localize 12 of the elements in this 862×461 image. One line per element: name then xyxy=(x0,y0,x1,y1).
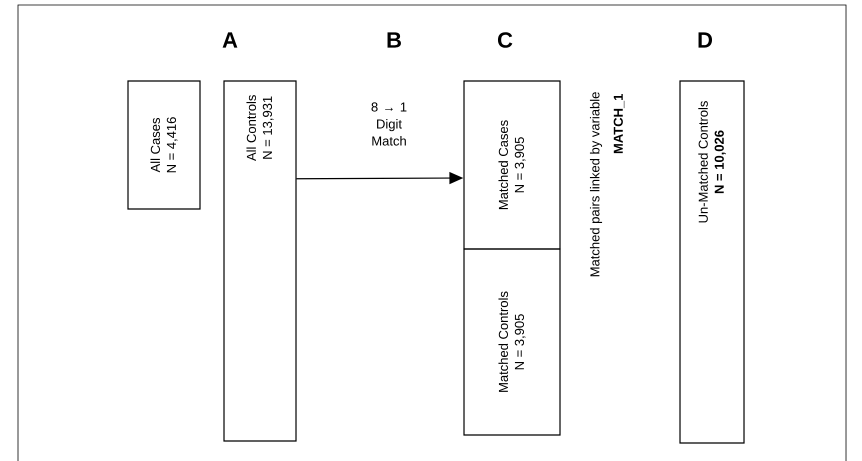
column-letter: C xyxy=(498,32,512,48)
column-letter: B xyxy=(388,32,401,48)
process-box: Matched Controls N = 3,905 xyxy=(463,248,561,436)
note-text: Matched pairs linked by variable xyxy=(590,92,602,276)
column-letter: D xyxy=(698,32,712,48)
column-letter: A xyxy=(222,32,238,48)
process-box: Matched Cases N = 3,905 xyxy=(463,80,561,250)
process-box: Un-Matched Controls N = 10,026 xyxy=(679,80,745,444)
edge-label: 8 → 1 Digit Match xyxy=(372,102,406,146)
note-text: MATCH_1 xyxy=(614,94,624,154)
process-box: All Controls N = 13,931 xyxy=(223,80,297,442)
process-box: All Cases N = 4,416 xyxy=(127,80,201,210)
